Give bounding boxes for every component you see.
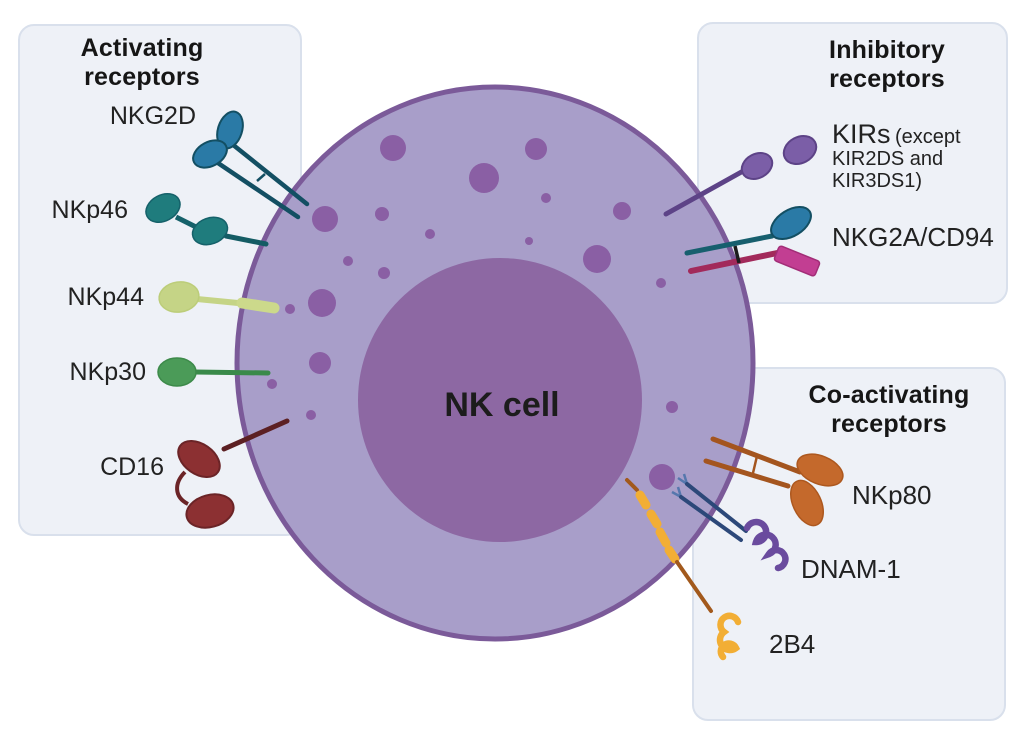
label-kirs: KIRs (except KIR2DS and KIR3DS1) xyxy=(832,121,1002,193)
nkp44-receptor-icon xyxy=(158,281,280,314)
label-nkp44: NKp44 xyxy=(67,283,144,311)
granule-dot xyxy=(308,289,336,317)
label-kirs-note-3: KIR3DS1) xyxy=(832,170,923,192)
granule-dot xyxy=(656,278,666,288)
dash-segment xyxy=(635,490,651,510)
nk-cell-label: NK cell xyxy=(444,386,560,424)
granule-dot xyxy=(343,256,353,266)
cytoplasmic-granules xyxy=(267,135,678,490)
granule-dot xyxy=(469,163,499,193)
label-nkg2a-cd94: NKG2A/CD94 xyxy=(832,222,994,252)
label-nkg2d: NKG2D xyxy=(109,102,196,130)
granule-dot xyxy=(649,464,675,490)
label-kirs-note-1: (except xyxy=(894,126,961,148)
dash-segment xyxy=(646,509,662,529)
label-kirs-name: KIRs xyxy=(832,119,891,149)
granule-dot xyxy=(312,206,338,232)
receptor-domain xyxy=(185,493,235,529)
granule-dot xyxy=(309,352,331,374)
granule-dot xyxy=(541,193,551,203)
receptor-stem xyxy=(192,369,271,376)
receptor-stem xyxy=(221,418,290,452)
granule-dot xyxy=(525,237,533,245)
disulfide-bridge xyxy=(751,455,759,474)
receptor-domain xyxy=(796,453,844,487)
receptor-domain xyxy=(790,479,824,527)
transmembrane-segment xyxy=(236,297,280,314)
label-nkp80: NKp80 xyxy=(852,480,932,510)
granule-dot xyxy=(285,304,295,314)
dash-segment xyxy=(655,527,671,548)
receptor-domain xyxy=(782,135,818,165)
receptor-linker xyxy=(174,214,198,230)
receptor-stem xyxy=(685,482,748,533)
granule-dot xyxy=(666,401,678,413)
granule-dot xyxy=(613,202,631,220)
nkp30-receptor-icon xyxy=(157,357,271,387)
label-nkp46: NKp46 xyxy=(51,196,128,224)
nk-cell-nucleus xyxy=(358,258,642,542)
coactivating-panel-title: Co-activating receptors xyxy=(808,381,970,438)
granule-dot xyxy=(425,229,435,239)
dashed-transmembrane-segments xyxy=(635,490,680,564)
receptor-stem xyxy=(679,495,743,542)
granule-dot xyxy=(375,207,389,221)
label-2b4: 2B4 xyxy=(769,629,816,659)
nkg2a-cd94-receptor-icon xyxy=(684,205,821,277)
cd94-domain xyxy=(773,245,821,277)
label-cd16: CD16 xyxy=(100,453,164,481)
receptor-stem xyxy=(625,478,639,492)
receptor-domain xyxy=(145,192,181,224)
nkp80-receptor-icon xyxy=(703,436,844,527)
dnam1-receptor-icon xyxy=(671,473,789,572)
receptor-domain xyxy=(740,152,774,180)
nkg2a-domain xyxy=(770,205,812,241)
receptor-linker xyxy=(175,470,190,506)
receptor-stem xyxy=(684,233,775,256)
granule-dot xyxy=(583,245,611,273)
nkg2d-receptor-icon xyxy=(192,110,310,220)
label-kirs-note-2: KIR2DS and xyxy=(832,148,944,170)
granule-dot xyxy=(380,135,406,161)
receptor-domain xyxy=(191,216,229,246)
receptor-stem xyxy=(675,560,713,613)
dash-segment xyxy=(664,545,680,564)
disulfide-bridge xyxy=(733,245,741,264)
receptor-stem xyxy=(710,436,803,475)
receptor-domain xyxy=(158,281,200,313)
activating-panel-title: Activating receptors xyxy=(80,34,204,91)
inhibitory-panel-title: Inhibitory receptors xyxy=(829,36,945,93)
disulfide-bridge xyxy=(256,173,266,182)
receptor-stem xyxy=(196,296,239,306)
receptor-domain-squiggle xyxy=(716,612,742,661)
cd16-receptor-icon xyxy=(175,418,290,529)
receptor-domain xyxy=(177,439,221,479)
receptor-stem xyxy=(229,141,310,207)
receptor-stem xyxy=(223,233,269,247)
receptor-stem xyxy=(212,158,301,220)
receptor-domain xyxy=(192,139,228,169)
kirs-receptor-icon xyxy=(663,135,818,217)
nkp46-receptor-icon xyxy=(145,192,269,247)
label-nkp30: NKp30 xyxy=(69,358,146,386)
receptor-stem xyxy=(688,249,785,274)
label-dnam1: DNAM-1 xyxy=(801,554,901,584)
2b4-receptor-icon xyxy=(625,478,742,661)
receptor-domain xyxy=(157,357,197,387)
receptor-stem xyxy=(703,458,791,489)
receptor-stem xyxy=(663,167,748,217)
granule-dot xyxy=(378,267,390,279)
granule-dot xyxy=(306,410,316,420)
granule-dot xyxy=(267,379,277,389)
granule-dot xyxy=(525,138,547,160)
receptor-domain-squiggle xyxy=(743,518,789,572)
